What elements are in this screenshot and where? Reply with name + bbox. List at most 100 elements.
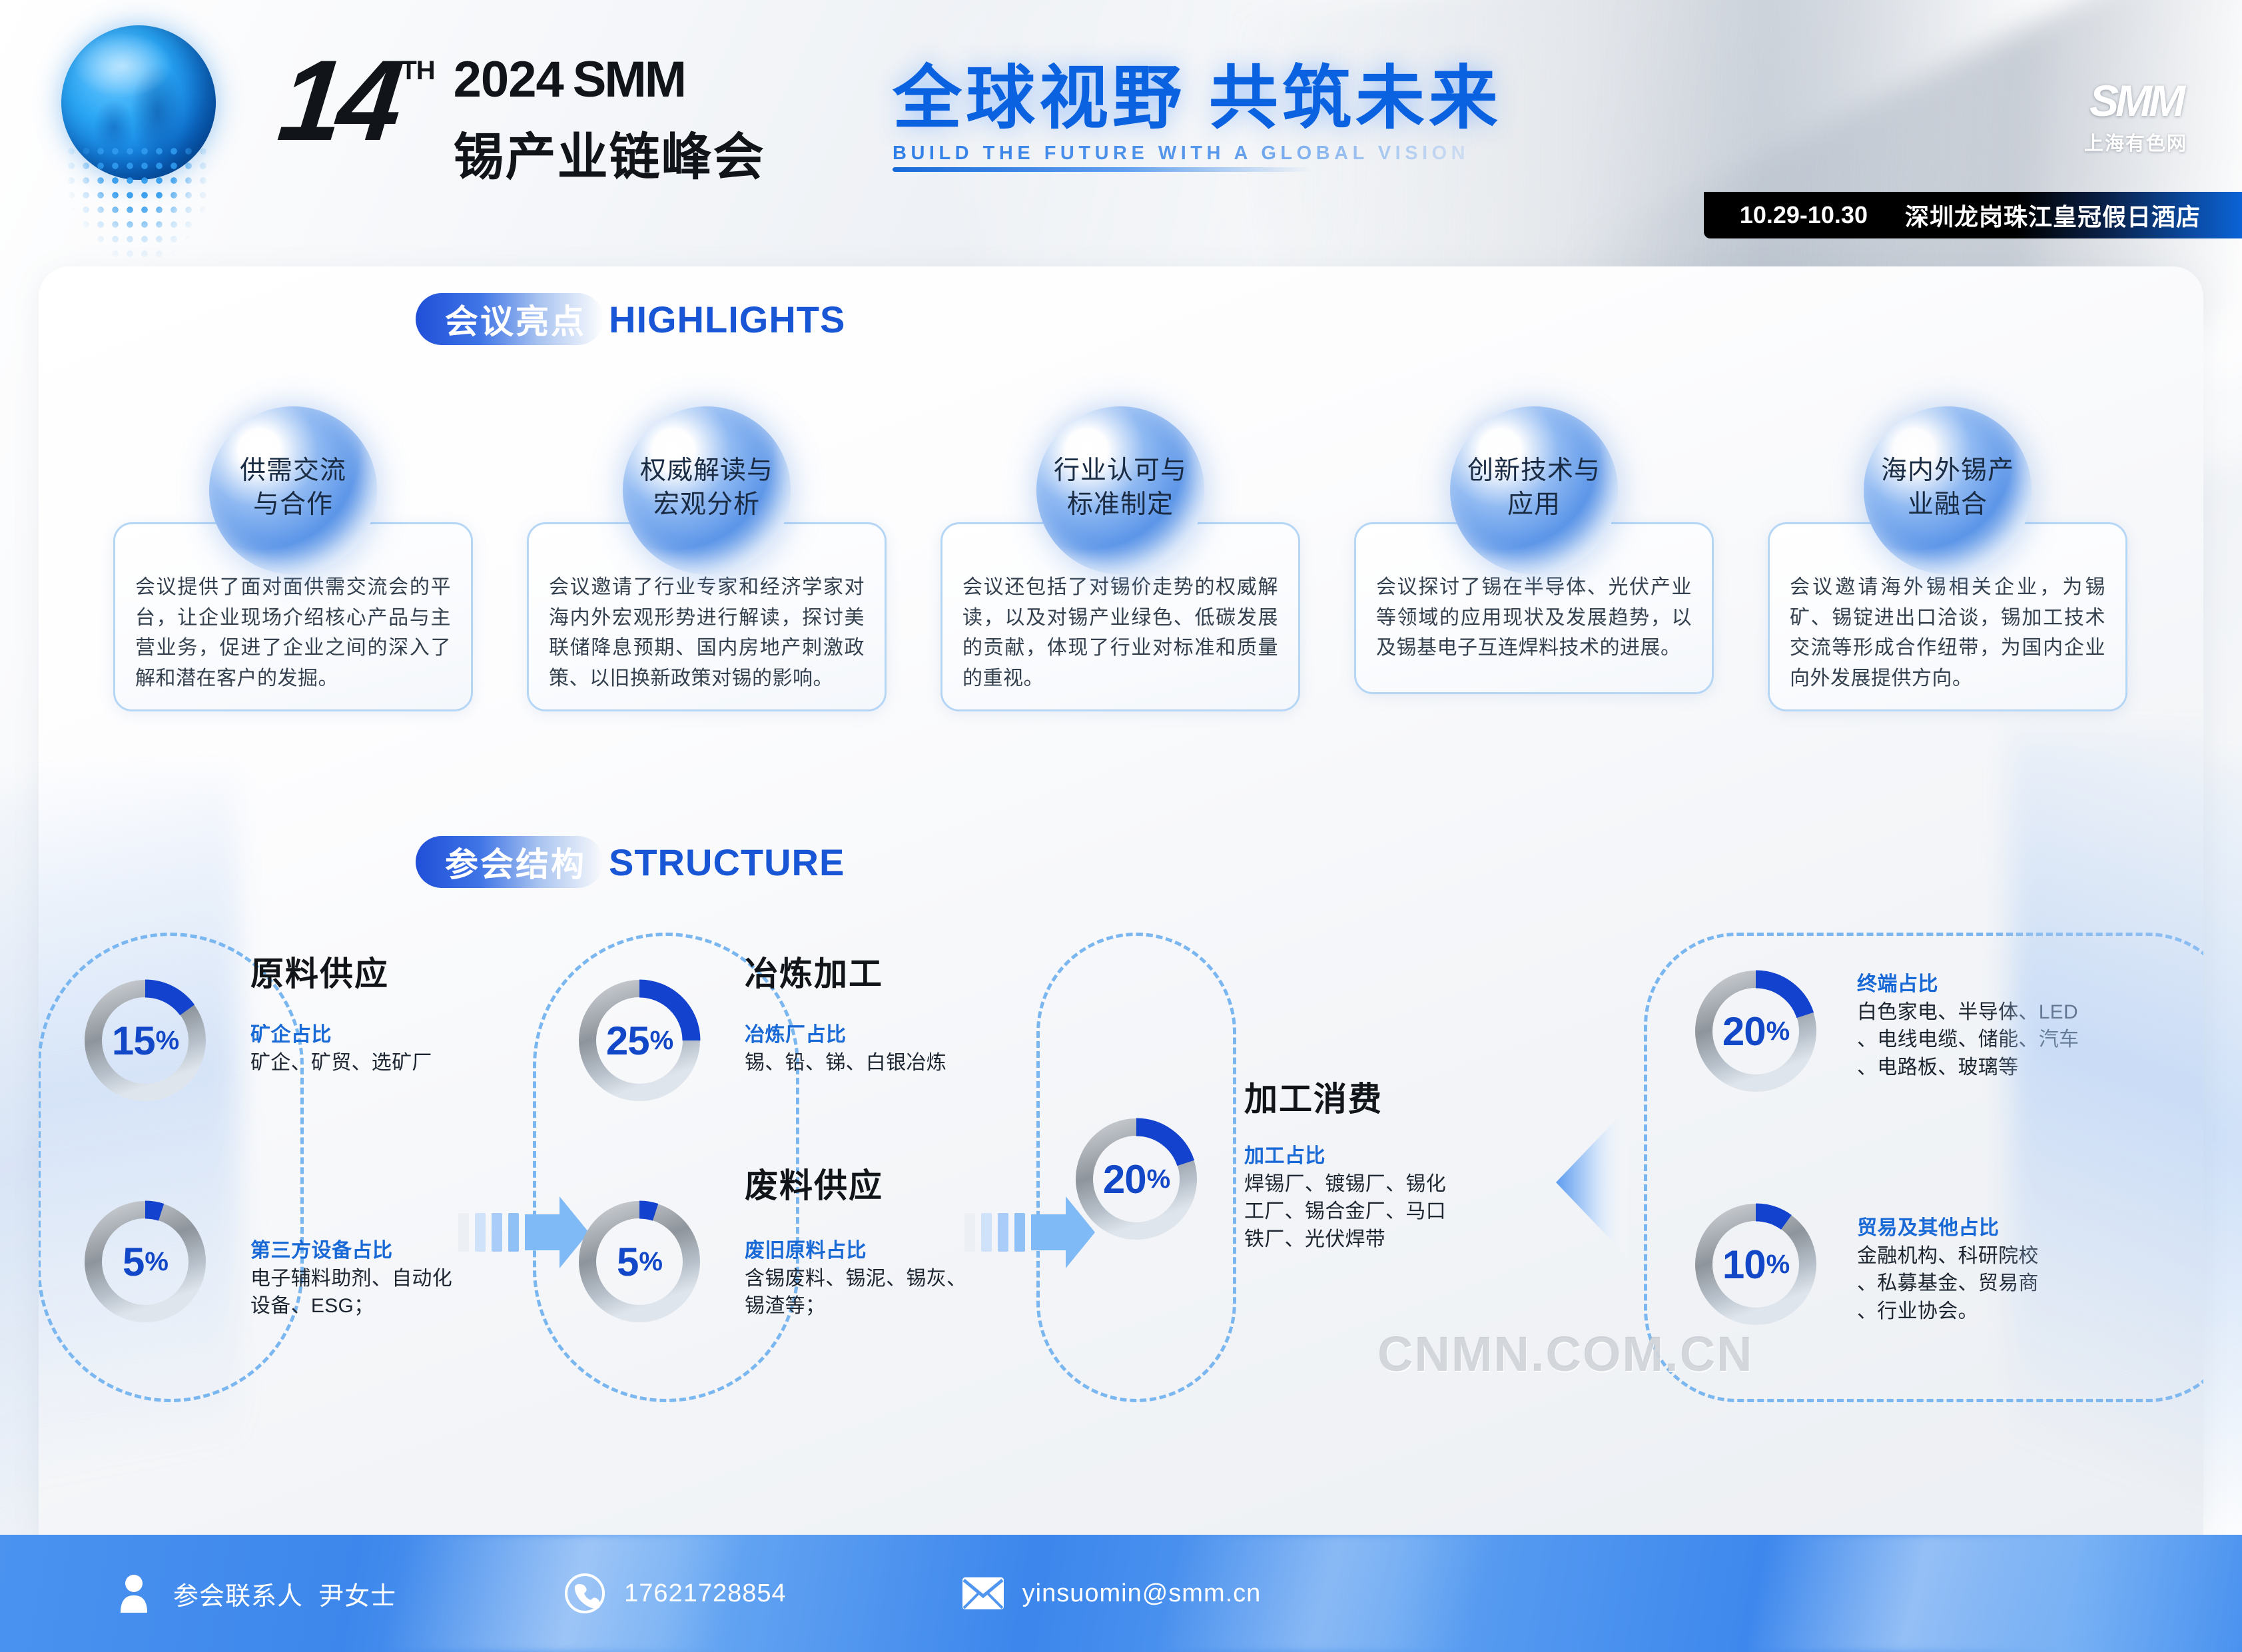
highlights-heading-cn: 会议亮点	[416, 293, 603, 345]
highlight-text-2: 会议邀请了行业专家和经济学家对海内外宏观形势进行解读，探讨美联储降息预期、国内房…	[549, 576, 865, 689]
donut-unit-scrap: %	[639, 1246, 663, 1276]
stage-title-raw-material: 原料供应	[250, 955, 389, 993]
highlight-body-1: 会议提供了面对面供需交流会的平台，让企业现场介绍核心产品与主营业务，促进了企业之…	[113, 522, 473, 712]
info-trade: 贸易及其他占比 金融机构、科研院校 、私募基金、贸易商 、行业协会。	[1857, 1211, 2170, 1325]
slogan-block: 全球视野 共筑未来 BUILD THE FUTURE WITH A GLOBAL…	[893, 64, 1502, 172]
globe-logo	[41, 13, 234, 280]
donut-value-terminal: 20%	[1689, 965, 1822, 1098]
smm-wordmark: SMM	[2089, 76, 2185, 125]
content-panel: 会议亮点 HIGHLIGHTS 供需交流 与合作 会议提供了面对面供需交流会的平…	[39, 266, 2203, 1535]
donut-value-trade: 10%	[1689, 1198, 1822, 1331]
phone-icon	[563, 1571, 607, 1615]
stage-outline-2	[533, 933, 799, 1402]
info-thirdparty: 第三方设备占比 电子辅料助剂、自动化 设备、ESG；	[250, 1234, 530, 1320]
edition-suffix: TH	[400, 56, 435, 85]
info-desc-scrap: 含锡废料、锡泥、锡灰、 锡渣等；	[745, 1268, 967, 1318]
highlight-bubble-label-3: 行业认可与 标准制定	[1053, 456, 1187, 519]
highlight-bubble-label-2: 权威解读与 宏观分析	[639, 456, 773, 519]
highlight-bubble-1: 供需交流 与合作	[209, 406, 377, 574]
donut-chart-scrap: 5%	[573, 1195, 706, 1328]
event-brand: SMM	[572, 51, 687, 108]
contact-phone[interactable]: 17621728854	[624, 1579, 787, 1607]
donut-number-thirdparty: 5	[123, 1239, 145, 1284]
donut-number-terminal: 20	[1722, 1009, 1766, 1054]
info-terminal: 终端占比 白色家电、半导体、LED 、电线电缆、储能、汽车 、电路板、玻璃等	[1857, 967, 2170, 1081]
donut-chart-mining: 15%	[79, 974, 212, 1107]
globe-halftone-dots	[64, 144, 214, 277]
stage-title-processing: 加工消费	[1244, 1080, 1383, 1118]
donut-number-mining: 15	[111, 1018, 156, 1063]
contact-label: 参会联系人	[173, 1582, 304, 1611]
flow-arrow-2-head	[1031, 1196, 1095, 1268]
info-desc-terminal: 白色家电、半导体、LED 、电线电缆、储能、汽车 、电路板、玻璃等	[1857, 1001, 2079, 1078]
mail-icon	[961, 1571, 1005, 1615]
donut-unit-trade: %	[1766, 1249, 1790, 1279]
highlight-bubble-4: 创新技术与 应用	[1450, 406, 1618, 574]
info-desc-mining: 矿企、矿贸、选矿厂	[250, 1052, 432, 1074]
contact-phone-group[interactable]: 17621728854	[563, 1571, 786, 1615]
stage-title-scrap: 废料供应	[745, 1167, 883, 1204]
stage-outline-4	[1644, 933, 2203, 1402]
flow-arrow-1	[458, 1196, 589, 1268]
highlight-text-1: 会议提供了面对面供需交流会的平台，让企业现场介绍核心产品与主营业务，促进了企业之…	[135, 576, 451, 689]
donut-value-smelting: 25%	[573, 974, 706, 1107]
info-scrap: 废旧原料占比 含锡废料、锡泥、锡灰、 锡渣等；	[745, 1234, 1038, 1320]
smm-org-cn: 上海有色网	[2083, 133, 2187, 155]
donut-chart-processing: 20%	[1070, 1112, 1203, 1246]
stage-outline-3	[1036, 933, 1236, 1402]
donut-chart-thirdparty: 5%	[79, 1195, 212, 1328]
info-label-trade: 贸易及其他占比	[1857, 1217, 2000, 1239]
info-label-mining: 矿企占比	[250, 1024, 332, 1046]
donut-unit-mining: %	[155, 1025, 180, 1055]
highlight-bubble-2: 权威解读与 宏观分析	[623, 406, 791, 574]
flow-arrow-1-bars	[458, 1213, 525, 1252]
date-venue-bar: 10.29-10.30 深圳龙岗珠江皇冠假日酒店	[1703, 192, 2242, 238]
contact-email[interactable]: yinsuomin@smm.cn	[1022, 1579, 1262, 1607]
donut-value-mining: 15%	[79, 974, 212, 1107]
highlight-text-4: 会议探讨了锡在半导体、光伏产业等领域的应用现状及发展趋势，以及锡基电子互连焊料技…	[1376, 576, 1692, 659]
donut-value-scrap: 5%	[573, 1195, 706, 1328]
highlight-bubble-5: 海内外锡产 业融合	[1864, 406, 2032, 574]
donut-chart-terminal: 20%	[1689, 965, 1822, 1098]
stage-outline-1	[39, 933, 304, 1402]
slogan-underline	[893, 167, 1312, 172]
structure-heading-en: STRUCTURE	[609, 841, 845, 883]
event-venue: 深圳龙岗珠江皇冠假日酒店	[1904, 203, 2201, 230]
site-watermark: CNMN.COM.CN	[1377, 1326, 1754, 1382]
info-label-smelting: 冶炼厂占比	[745, 1024, 847, 1046]
contact-person-text: 参会联系人 尹女士	[173, 1575, 396, 1612]
contact-person-group: 参会联系人 尹女士	[112, 1571, 396, 1615]
donut-value-thirdparty: 5%	[79, 1195, 212, 1328]
edition-number: 14	[273, 37, 404, 165]
donut-number-trade: 10	[1722, 1242, 1766, 1287]
donut-unit-thirdparty: %	[145, 1246, 169, 1276]
flow-arrow-2	[964, 1196, 1095, 1268]
info-desc-smelting: 锡、铅、锑、白银冶炼	[745, 1052, 946, 1074]
donut-value-processing: 20%	[1070, 1112, 1203, 1246]
donut-chart-smelting: 25%	[573, 974, 706, 1107]
donut-unit-smelting: %	[649, 1025, 674, 1055]
highlight-bubble-label-4: 创新技术与 应用	[1467, 456, 1601, 519]
event-title-cn: 锡产业链峰会	[453, 129, 765, 186]
flow-arrow-2-bars	[964, 1213, 1031, 1252]
stage-title-smelting: 冶炼加工	[745, 955, 883, 993]
contact-footer: 参会联系人 尹女士 17621728854 yinsuomin@smm.cn	[0, 1535, 2242, 1652]
contact-email-group[interactable]: yinsuomin@smm.cn	[961, 1571, 1262, 1615]
info-label-terminal: 终端占比	[1857, 973, 1938, 995]
info-label-processing: 加工占比	[1244, 1145, 1325, 1167]
donut-number-scrap: 5	[617, 1239, 639, 1284]
highlights-heading: 会议亮点 HIGHLIGHTS	[416, 293, 845, 345]
event-year: 2024	[453, 51, 564, 108]
donut-chart-trade: 10%	[1689, 1198, 1822, 1331]
donut-number-processing: 20	[1102, 1156, 1147, 1202]
info-label-thirdparty: 第三方设备占比	[250, 1240, 393, 1262]
info-desc-processing: 焊锡厂、镀锡厂、锡化 工厂、锡合金厂、马口 铁厂、光伏焊带	[1244, 1173, 1446, 1250]
donut-unit-terminal: %	[1766, 1016, 1790, 1046]
donut-number-smelting: 25	[605, 1018, 650, 1063]
slogan-cn: 全球视野 共筑未来	[893, 60, 1502, 137]
smm-logo: SMM 上海有色网	[2084, 79, 2187, 156]
highlights-heading-en: HIGHLIGHTS	[609, 298, 846, 340]
